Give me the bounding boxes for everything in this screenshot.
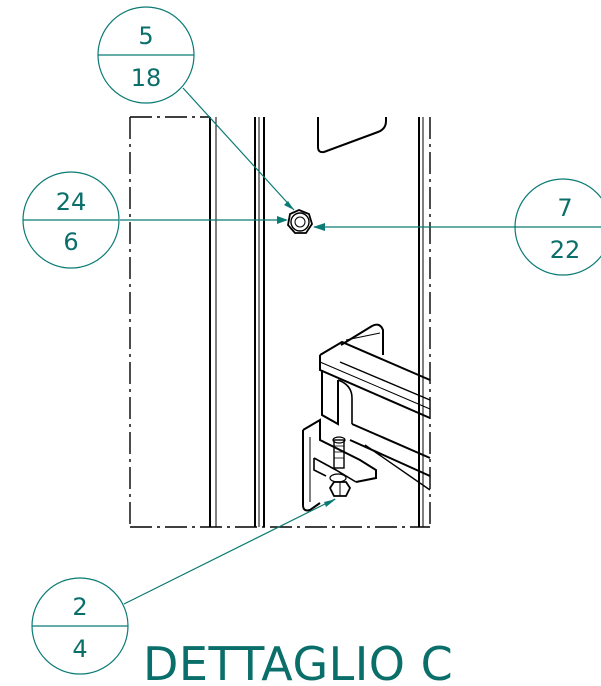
leader-arrow [284, 201, 294, 210]
balloon-bottom-number: 6 [63, 228, 78, 256]
balloon-5-18: 5 18 [97, 6, 195, 104]
balloon-bottom-number: 18 [131, 64, 162, 92]
balloon-bottom-number: 4 [72, 635, 87, 663]
balloon-top-number: 2 [72, 593, 87, 621]
leader-arrow [277, 216, 288, 224]
balloon-top-number: 5 [138, 22, 153, 50]
bolt-head [287, 209, 313, 234]
vertical-profile [209, 117, 424, 527]
balloon-top-number: 24 [56, 188, 87, 216]
leader-lines [120, 87, 516, 605]
balloon-top-number: 7 [557, 194, 572, 222]
detail-boundary [129, 116, 431, 528]
balloon-24-6: 24 6 [22, 171, 120, 269]
leader-arrow [324, 499, 336, 507]
balloon-7-22: 7 22 [514, 178, 601, 276]
leader-arrow [313, 223, 325, 231]
detail-title: DETTAGLIO C [143, 637, 453, 686]
balloon-2-4: 2 4 [31, 577, 129, 675]
slot-cutout [317, 117, 387, 154]
bracket-assembly [302, 323, 431, 512]
balloon-bottom-number: 22 [550, 236, 581, 264]
